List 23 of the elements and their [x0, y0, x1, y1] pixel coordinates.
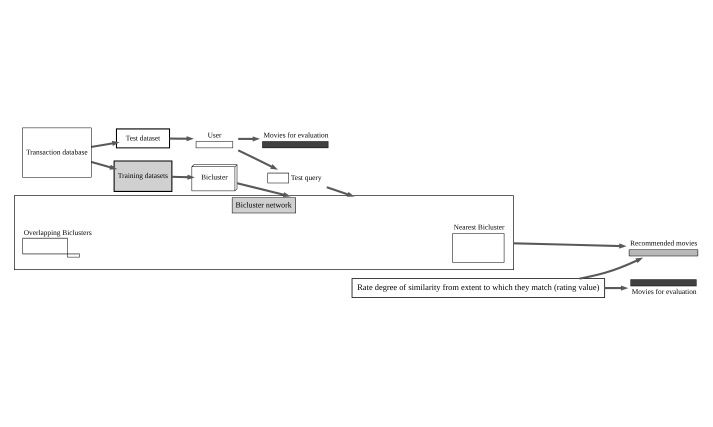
arrow [91, 161, 118, 170]
arrow [170, 136, 194, 142]
node-box: Rate degree of similarity from extent to which they match (rating value) [352, 278, 606, 298]
node-box: Training datasets [114, 160, 172, 192]
arrow [514, 242, 627, 249]
arrow [236, 182, 291, 198]
node-label: Recommended movies [630, 238, 698, 248]
arrow [91, 140, 120, 148]
node-label: Movies for evaluation [632, 286, 697, 296]
arrow [604, 286, 628, 291]
arrow [579, 258, 644, 280]
node-label: User [208, 130, 222, 140]
arrow [172, 174, 195, 180]
node-label: Overlapping Biclusters [24, 228, 92, 238]
arrow [326, 186, 355, 197]
node-box: Test dataset [116, 128, 170, 148]
node-label: Nearest Bicluster [454, 222, 504, 232]
node-box [452, 233, 504, 263]
node-label: Test query [290, 172, 322, 182]
node-label: Movies for evaluation [264, 130, 328, 140]
arrow [238, 149, 278, 170]
arrow [238, 136, 260, 142]
node-box: Transaction database [22, 128, 92, 178]
